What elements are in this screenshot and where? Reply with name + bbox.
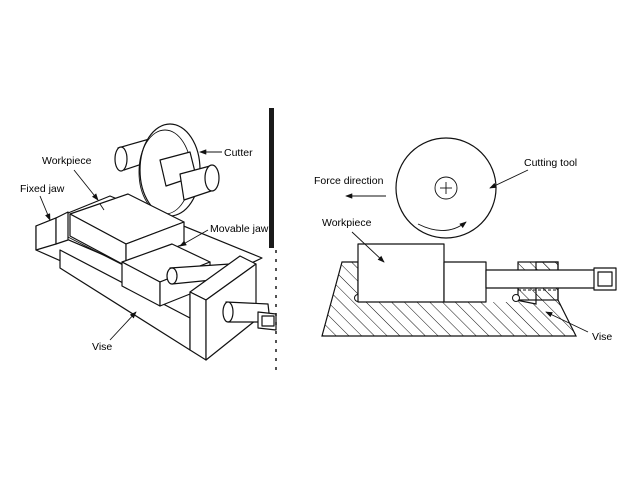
lead-screw-section (485, 267, 617, 291)
cutting-tool-drawing (395, 137, 497, 239)
label-force-direction: Force direction (314, 175, 384, 187)
vise-end-block (189, 255, 277, 361)
cutter-drawing (114, 123, 220, 217)
label-cutting-tool: Cutting tool (524, 157, 577, 169)
workpiece-section (357, 243, 487, 303)
label-vise-right: Vise (592, 331, 612, 343)
movable-jaw-block (121, 243, 233, 307)
left-vise-figure: Cutter Workpiece Fixed jaw Movable jaw V… (20, 123, 277, 361)
label-workpiece-right: Workpiece (322, 217, 372, 229)
figure-divider (269, 108, 277, 370)
right-section-figure: Force direction Cutting tool Workpiece V… (314, 137, 617, 343)
label-vise-left: Vise (92, 341, 112, 353)
label-movable-jaw: Movable jaw (210, 223, 269, 235)
label-fixed-jaw: Fixed jaw (20, 183, 65, 195)
label-cutter: Cutter (224, 147, 253, 159)
label-workpiece-left: Workpiece (42, 155, 92, 167)
